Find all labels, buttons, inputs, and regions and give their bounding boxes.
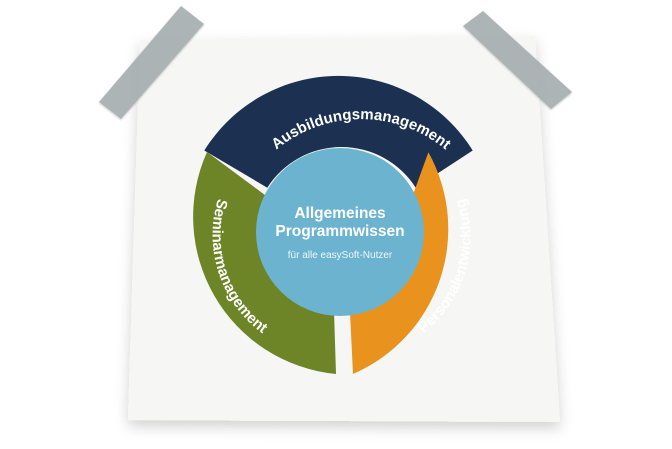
- tape-left: [99, 6, 204, 119]
- center-circle: [256, 148, 424, 316]
- segment-ausbildungsmanagement: [204, 75, 473, 188]
- center-title-line1: Allgemeines: [294, 205, 385, 222]
- center-title-line2: Programmwissen: [275, 223, 404, 240]
- center-subtitle: für alle easySoft-Nutzer: [288, 250, 393, 261]
- tape-right: [463, 11, 572, 109]
- segment-personalentwicklung: [350, 152, 449, 374]
